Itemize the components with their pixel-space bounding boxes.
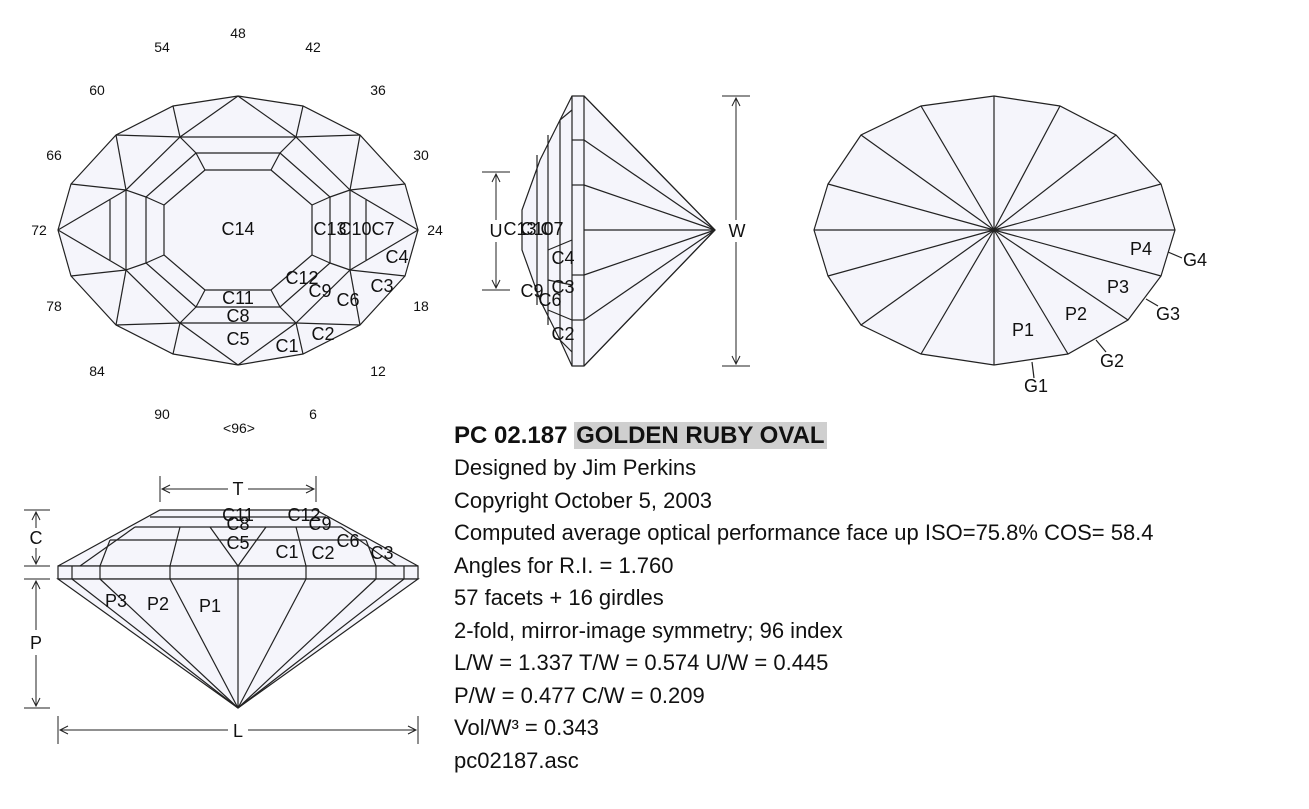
pavilion-label-g4: G4 xyxy=(1183,250,1207,270)
profile-label-c8: C8 xyxy=(226,514,249,534)
pavilion-label-g1: G1 xyxy=(1024,376,1048,396)
side-label-c3: C3 xyxy=(551,277,574,297)
pavilion-label-g3: G3 xyxy=(1156,304,1180,324)
index-12: 12 xyxy=(370,363,386,379)
side-label-u: U xyxy=(490,221,503,241)
pavilion-label-p1: P1 xyxy=(1012,320,1034,340)
copyright-line: Copyright October 5, 2003 xyxy=(454,487,713,513)
index-60: 60 xyxy=(89,82,105,98)
profile-label-p2: P2 xyxy=(147,594,169,614)
file-line: pc02187.asc xyxy=(454,747,579,773)
facets-line: 57 facets + 16 girdles xyxy=(454,585,664,610)
profile-label-c: C xyxy=(30,528,43,548)
side-label-c9: C9 xyxy=(520,281,543,301)
pavilion-label-p3: P3 xyxy=(1107,277,1129,297)
side-label-c13: C13 xyxy=(503,219,536,239)
index-78: 78 xyxy=(46,298,62,314)
index-42: 42 xyxy=(305,39,321,55)
profile-label-c6: C6 xyxy=(336,531,359,551)
designer-line: Designed by Jim Perkins xyxy=(454,455,697,480)
index-72: 72 xyxy=(31,222,47,238)
pavilion-view: P1 P2 P3 P4 G1 G2 G3 G4 xyxy=(813,95,1207,396)
crown-label-c3: C3 xyxy=(370,276,393,296)
performance-line: Computed average optical performance fac… xyxy=(454,520,1154,545)
profile-label-c5: C5 xyxy=(226,533,249,553)
design-title: PC 02.187 GOLDEN RUBY OVAL xyxy=(454,420,1254,452)
ratios-line-1: L/W = 1.337 T/W = 0.574 U/W = 0.445 xyxy=(454,650,829,675)
crown-label-c11: C11 xyxy=(222,288,254,308)
index-36: 36 xyxy=(370,82,386,98)
side-label-c6: C6 xyxy=(538,290,561,310)
profile-label-c11: C11 xyxy=(222,505,254,525)
pavilion-label-p2: P2 xyxy=(1065,304,1087,324)
pavilion-facet-lines xyxy=(814,96,1183,379)
profile-view: T C P L C11 C12 C8 C9 C5 C6 C1 C2 C3 P1 xyxy=(24,476,420,744)
index-6: 6 xyxy=(309,406,317,422)
crown-facet-lines xyxy=(57,95,419,366)
index-96: <96> xyxy=(223,420,255,436)
index-18: 18 xyxy=(413,298,429,314)
pavilion-label-g2: G2 xyxy=(1100,351,1124,371)
profile-label-c1: C1 xyxy=(275,542,298,562)
crown-label-c7: C7 xyxy=(371,219,394,239)
profile-facet-lines xyxy=(71,516,405,709)
profile-label-c2: C2 xyxy=(311,543,334,563)
crown-label-c8: C8 xyxy=(226,306,249,326)
symmetry-line: 2-fold, mirror-image symmetry; 96 index xyxy=(454,617,843,643)
pavilion-label-p4: P4 xyxy=(1130,239,1152,259)
crown-view: 48 42 36 30 24 18 12 6 <96> 90 84 78 72 … xyxy=(31,25,443,436)
crown-label-c13: C13 xyxy=(313,219,346,239)
side-facet-lines xyxy=(536,95,716,367)
index-54: 54 xyxy=(154,39,170,55)
profile-label-p1: P1 xyxy=(199,596,221,616)
index-48: 48 xyxy=(230,25,246,41)
volume-line: Vol/W³ = 0.343 xyxy=(454,715,599,740)
crown-label-c2: C2 xyxy=(311,324,334,344)
crown-label-c14: C14 xyxy=(221,219,254,239)
crown-label-c1: C1 xyxy=(275,336,298,356)
design-name: GOLDEN RUBY OVAL xyxy=(574,422,827,449)
crown-label-c5: C5 xyxy=(226,329,249,349)
index-66: 66 xyxy=(46,147,62,163)
index-24: 24 xyxy=(427,222,443,238)
profile-label-p: P xyxy=(30,633,42,653)
side-view: U W C13 C10 C7 C4 C3 C9 C6 C2 xyxy=(482,95,750,367)
side-label-c2: C2 xyxy=(551,324,574,344)
crown-label-c4: C4 xyxy=(385,247,408,267)
profile-label-l: L xyxy=(233,721,243,741)
profile-label-t: T xyxy=(233,479,244,499)
dim-t xyxy=(159,476,317,502)
crown-label-c10: C10 xyxy=(338,219,371,239)
dim-l xyxy=(57,716,419,744)
design-info: PC 02.187 GOLDEN RUBY OVAL Designed by J… xyxy=(454,420,1254,777)
side-label-c4: C4 xyxy=(551,248,574,268)
profile-label-c12: C12 xyxy=(287,505,320,525)
crown-label-c12: C12 xyxy=(285,268,318,288)
angles-line: Angles for R.I. = 1.760 xyxy=(454,552,674,578)
dim-c xyxy=(24,509,50,567)
index-84: 84 xyxy=(89,363,105,379)
ratios-line-2: P/W = 0.477 C/W = 0.209 xyxy=(454,682,705,708)
dim-p xyxy=(24,578,50,709)
design-code: PC 02.187 xyxy=(454,422,568,449)
side-label-c7: C7 xyxy=(540,219,563,239)
crown-label-c9: C9 xyxy=(308,281,331,301)
side-label-c10: C10 xyxy=(520,219,553,239)
dim-w xyxy=(722,95,750,367)
index-30: 30 xyxy=(413,147,429,163)
dim-u xyxy=(482,171,510,291)
profile-label-p3: P3 xyxy=(105,591,127,611)
crown-label-c6: C6 xyxy=(336,290,359,310)
profile-label-c3: C3 xyxy=(370,543,393,563)
side-label-w: W xyxy=(729,221,746,241)
profile-label-c9: C9 xyxy=(308,514,331,534)
index-90: 90 xyxy=(154,406,170,422)
